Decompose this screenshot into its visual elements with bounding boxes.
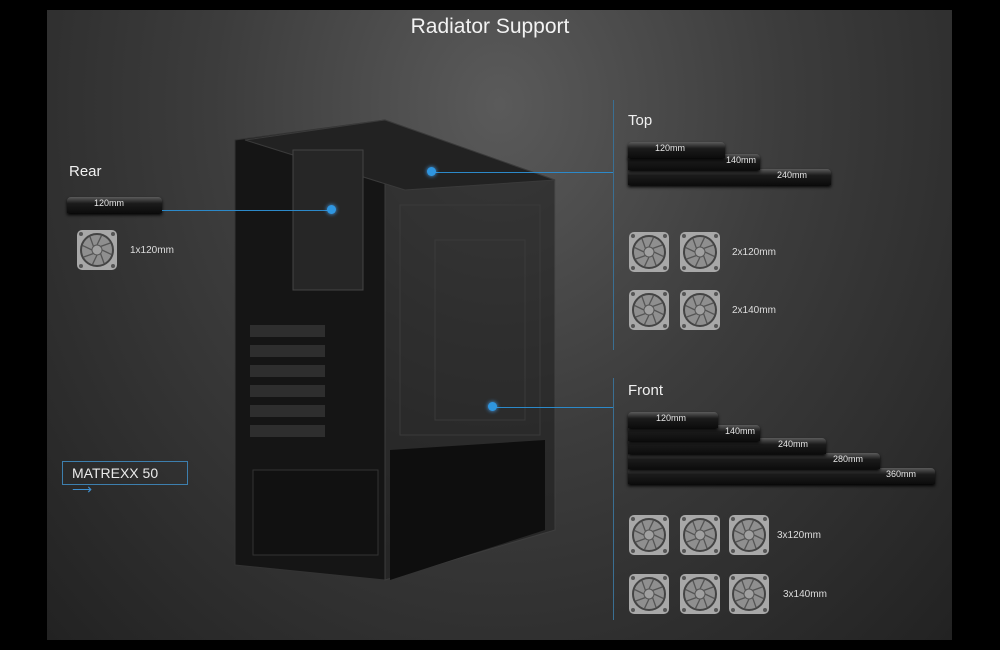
fan-icon [628,573,670,615]
front-radiator-bar: 240mm [628,438,826,454]
rear-section-label: Rear [69,163,102,180]
front-bar-label: 360mm [886,469,917,479]
fan-icon [628,289,670,331]
rear-bar-label: 120mm [94,198,125,208]
front-connector-line [493,407,613,408]
front-radiator-bar: 140mm [628,425,760,441]
top-bracket [613,100,614,350]
front-radiator-bar: 360mm [628,468,935,484]
fan-icon [728,514,770,556]
fan-icon [728,573,770,615]
top-section-label: Top [628,112,653,129]
model-link[interactable]: MATREXX 50 ⟶ [62,461,188,497]
front-radiator-bar: 280mm [628,453,880,469]
fan-icon [628,231,670,273]
front-bar-label: 240mm [778,439,809,449]
top-connector-line [432,172,613,173]
fan-icon [679,514,721,556]
model-label: MATREXX 50 [72,465,159,481]
top-bar-label: 140mm [726,155,757,165]
pc-case-image [234,119,556,581]
front-bar-label: 140mm [725,426,756,436]
page-title: Radiator Support [410,15,570,38]
front-marker-dot [488,402,497,411]
rear-fan-label: 1x120mm [130,245,174,256]
front-bar-label: 120mm [656,413,687,423]
front-fan-label: 3x140mm [783,589,827,600]
top-bar-label: 240mm [777,170,808,180]
rear-radiator-bar: 120mm [67,197,162,213]
front-section-label: Front [628,382,664,399]
fan-icon [628,514,670,556]
top-radiator-bar: 120mm [628,142,725,158]
front-fan-label: 3x120mm [777,530,821,541]
fan-icon [76,229,118,271]
top-marker-dot [427,167,436,176]
fan-icon [679,289,721,331]
arrow-right-icon: ⟶ [72,481,93,497]
top-fan-label: 2x140mm [732,305,776,316]
top-radiator-bar: 140mm [628,154,760,170]
fan-icon [679,231,721,273]
top-radiator-bar: 240mm [628,169,831,185]
rear-connector-line [162,210,332,211]
front-bar-label: 280mm [833,454,864,464]
front-bracket [613,378,614,620]
rear-marker-dot [327,205,336,214]
top-fan-label: 2x120mm [732,247,776,258]
front-radiator-bar: 120mm [628,412,718,428]
fan-icon [679,573,721,615]
top-bar-label: 120mm [655,143,686,153]
